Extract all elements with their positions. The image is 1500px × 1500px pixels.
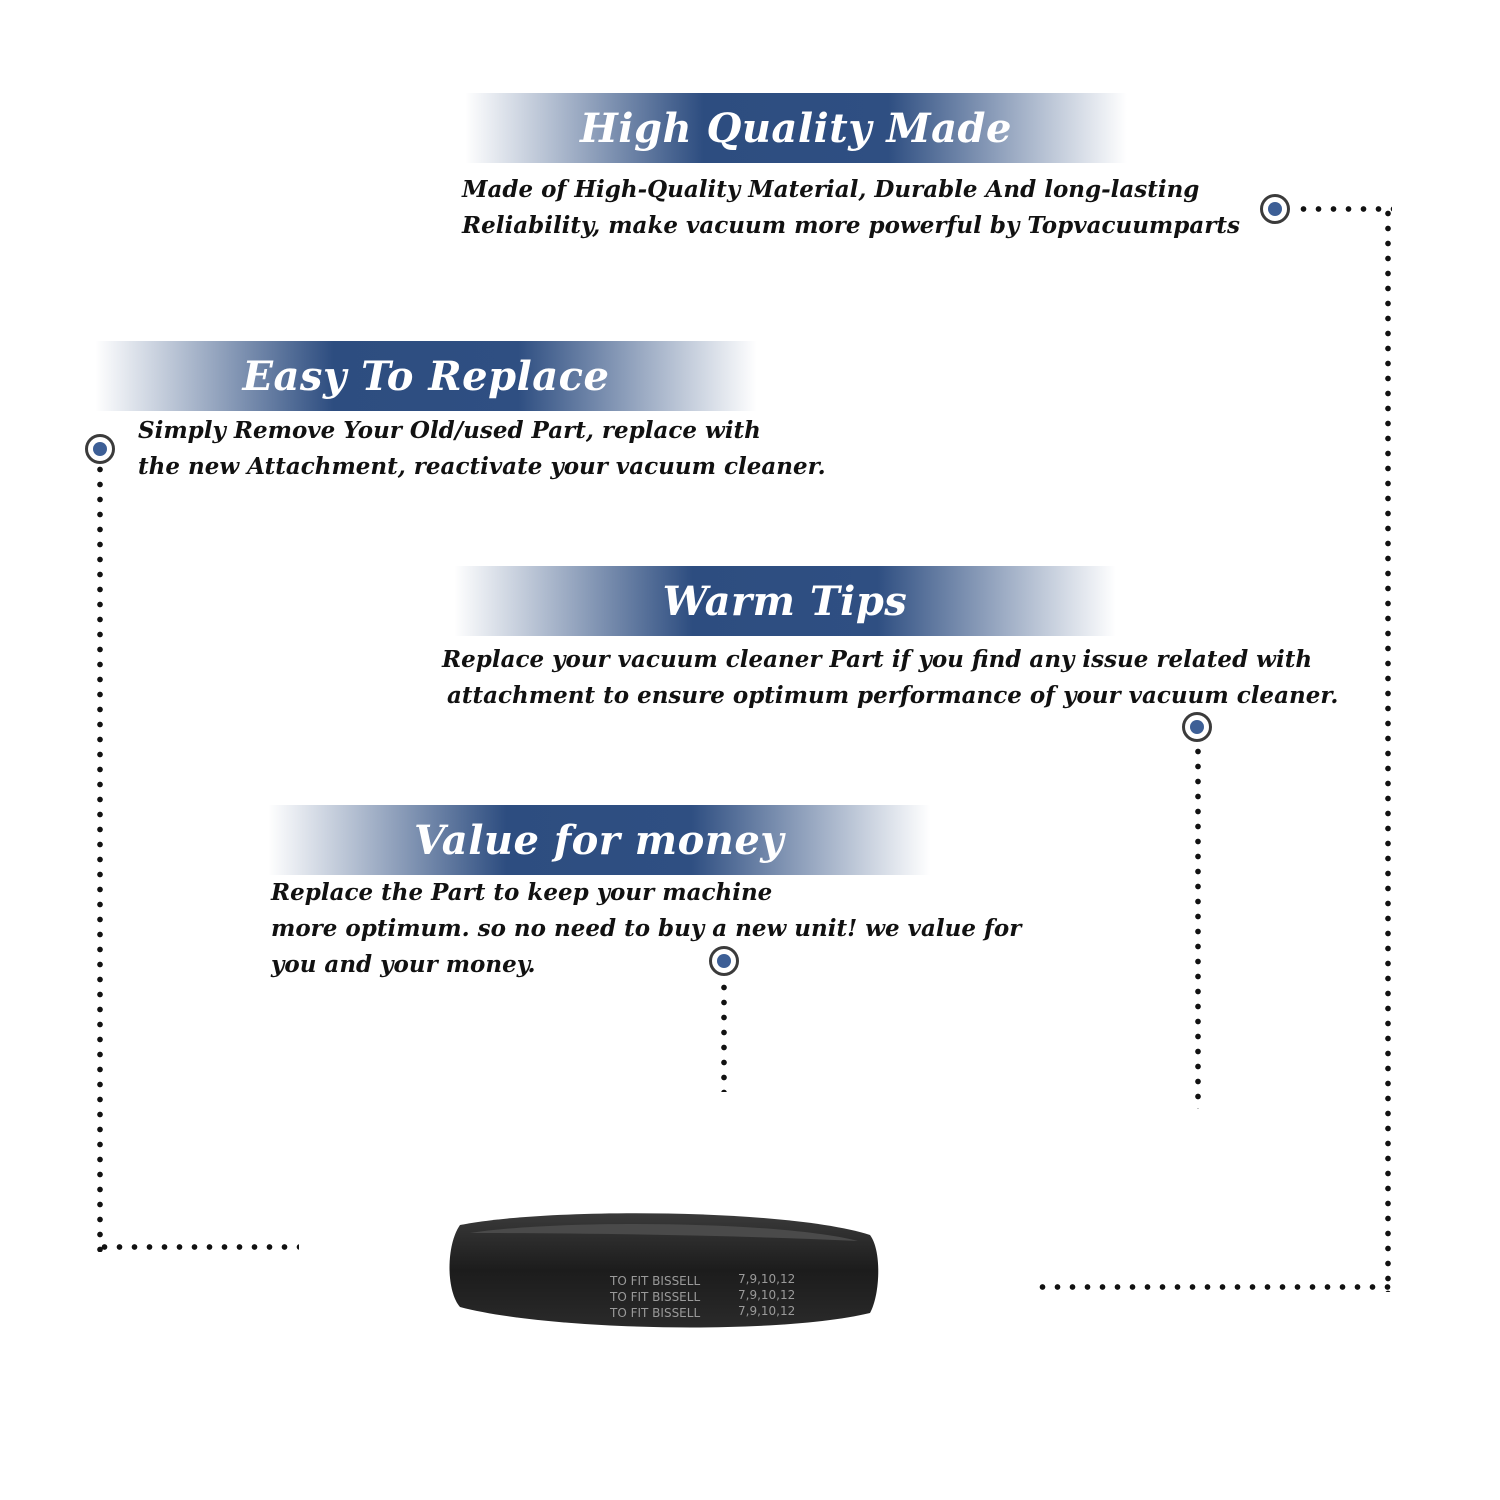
marker-value-for-money-icon (709, 946, 739, 976)
banner-easy-to-replace: Easy To Replace (95, 341, 757, 411)
connector-warm-tips-vertical (1195, 744, 1201, 1109)
belt-inner-edge (470, 1223, 858, 1241)
section-title-warm-tips: Warm Tips (662, 577, 908, 625)
section-text-value-for-money: Replace the Part to keep your machine mo… (271, 875, 1021, 983)
section-title-high-quality-made: High Quality Made (580, 104, 1012, 152)
belt-band (449, 1213, 879, 1328)
connector-value-vertical (721, 980, 727, 1092)
section-title-value-for-money: Value for money (413, 816, 785, 864)
banner-value-for-money: Value for money (268, 805, 930, 875)
belt-print-models: 7,9,10,12 (738, 1288, 795, 1302)
belt-print-brand: TO FIT BISSELL (609, 1306, 700, 1320)
text-line: Replace the Part to keep your machine (271, 879, 773, 906)
marker-high-quality-made-icon (1260, 194, 1290, 224)
belt-print-brand: TO FIT BISSELL (609, 1290, 700, 1304)
vacuum-belt-image: TO FIT BISSELL 7,9,10,12 TO FIT BISSELL … (449, 1213, 879, 1328)
text-line: the new Attachment, reactivate your vacu… (138, 453, 826, 480)
section-text-easy-to-replace: Simply Remove Your Old/used Part, replac… (138, 413, 826, 485)
banner-warm-tips: Warm Tips (454, 566, 1116, 636)
connector-left-vertical (97, 462, 103, 1252)
banner-high-quality-made: High Quality Made (465, 93, 1127, 163)
belt-print-models: 7,9,10,12 (738, 1304, 795, 1318)
text-line: Made of High-Quality Material, Durable A… (462, 176, 1200, 203)
text-line: you and your money. (271, 951, 536, 978)
text-line: Simply Remove Your Old/used Part, replac… (138, 417, 761, 444)
text-line: Reliability, make vacuum more powerful b… (462, 212, 1240, 239)
belt-print-brand: TO FIT BISSELL (609, 1274, 700, 1288)
section-text-high-quality-made: Made of High-Quality Material, Durable A… (462, 172, 1240, 244)
marker-warm-tips-icon (1182, 712, 1212, 742)
text-line: Replace your vacuum cleaner Part if you … (442, 646, 1313, 673)
belt-print-models: 7,9,10,12 (738, 1272, 795, 1286)
text-line: more optimum. so no need to buy a new un… (271, 915, 1022, 942)
section-text-warm-tips: Replace your vacuum cleaner Part if you … (442, 642, 1338, 714)
section-title-easy-to-replace: Easy To Replace (242, 352, 610, 400)
text-line: attachment to ensure optimum performance… (447, 682, 1339, 709)
marker-easy-to-replace-icon (85, 434, 115, 464)
connector-top-right-horizontal (1296, 206, 1392, 212)
connector-bottom-right-horizontal (1035, 1284, 1391, 1290)
connector-right-vertical (1385, 206, 1391, 1292)
connector-bottom-left-horizontal (97, 1244, 299, 1250)
